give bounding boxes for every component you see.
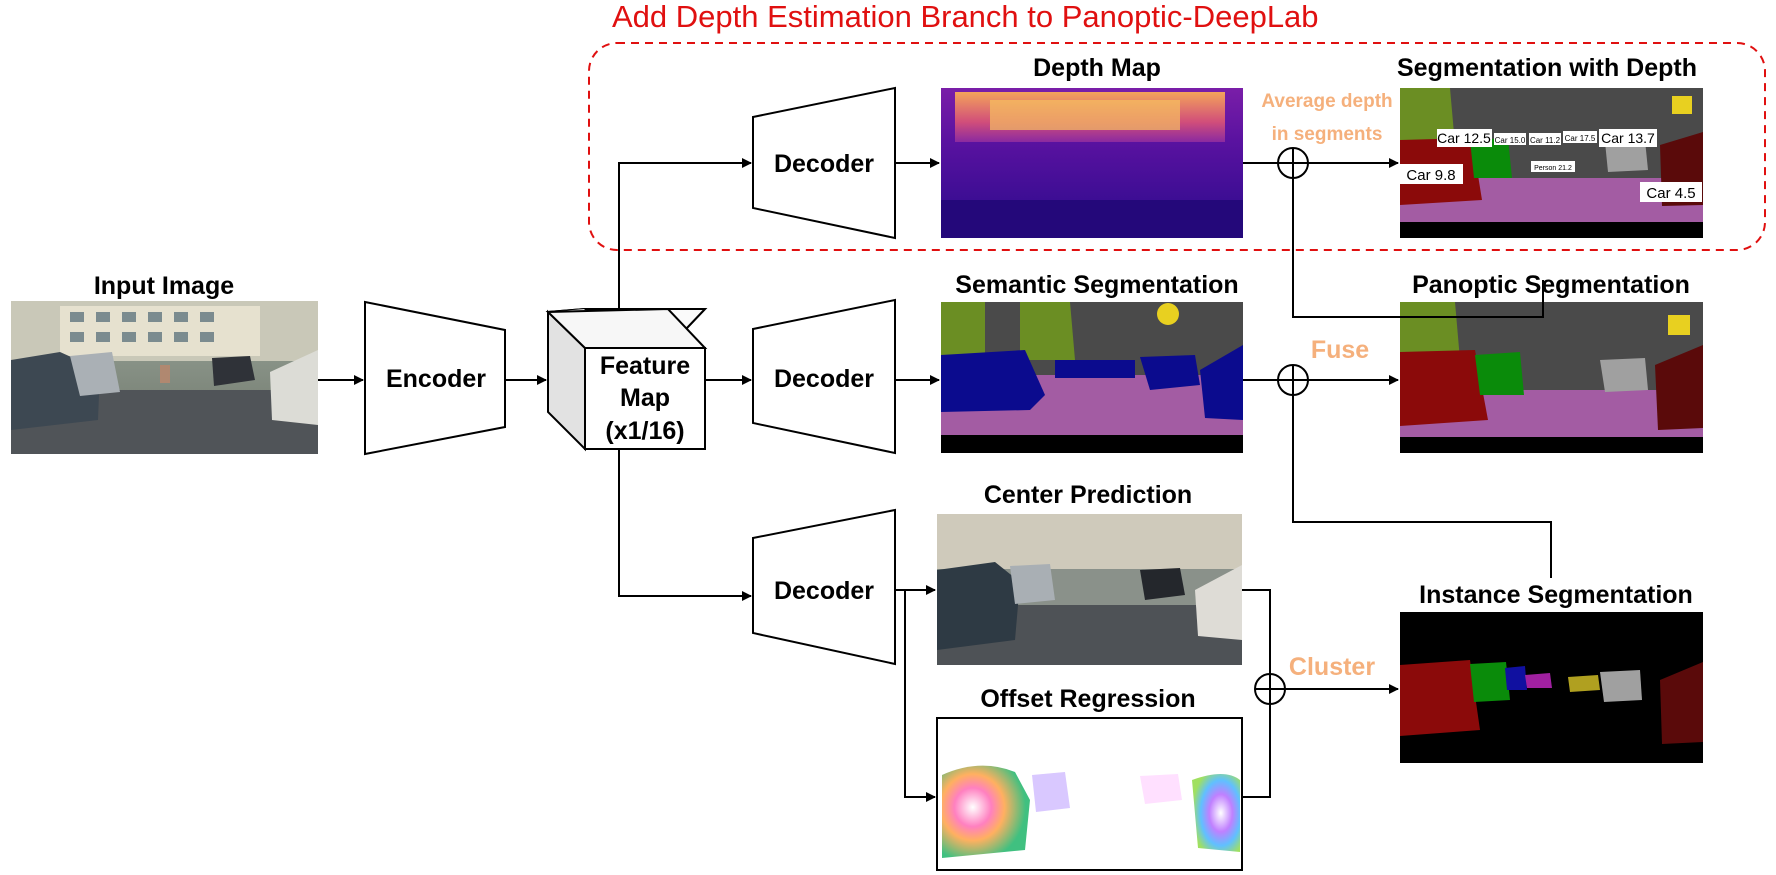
depth-tag-2-text: Car 15.0 [1495,136,1526,145]
cluster-label: Cluster [1289,653,1375,681]
offset-regression-label: Offset Regression [980,685,1195,713]
depth-tag-7: Person 21.2 [1531,161,1575,172]
decoder-depth-block [752,86,896,240]
depth-branch-frame [588,42,1766,251]
instance-segmentation-label: Instance Segmentation [1419,581,1693,609]
panoptic-segmentation-label: Panoptic Segmentation [1412,271,1690,299]
depth-tag-3-text: Car 11.2 [1530,136,1561,145]
depth-tag-1-text: Car 12.5 [1437,130,1491,146]
decoder-instance-block [752,508,896,666]
fuse-sum-icon [1277,364,1309,396]
depth-tag-7-text: Person 21.2 [1534,165,1572,172]
feature-map-block [545,307,708,452]
depth-tag-4-text: Car 17.5 [1565,134,1596,143]
instance-segmentation-image [1400,612,1703,763]
semantic-segmentation-label: Semantic Segmentation [955,271,1238,299]
encoder-label: Encoder [386,365,486,393]
depth-tag-8: Car 4.5 [1640,182,1702,202]
depth-tag-8-text: Car 4.5 [1646,185,1695,202]
feature-map-line-1: Feature [600,352,690,380]
input-image [11,301,318,454]
depth-tag-5: Car 13.7 [1599,129,1657,147]
depth-tag-6: Car 9.8 [1400,164,1463,184]
depth-tag-4: Car 17.5 [1563,131,1597,143]
average-depth-sum-icon [1277,147,1309,179]
depth-tag-3: Car 11.2 [1529,133,1561,145]
depth-map-label: Depth Map [1033,54,1161,82]
depth-tag-5-text: Car 13.7 [1601,130,1655,146]
input-image-label: Input Image [94,272,234,300]
decoder-semantic-label: Decoder [774,365,874,393]
depth-tag-1: Car 12.5 [1437,129,1492,147]
depth-tag-2: Car 15.0 [1494,133,1526,145]
depth-tag-6-text: Car 9.8 [1406,167,1455,184]
offset-regression-image [936,717,1243,871]
decoder-instance-label: Decoder [774,577,874,605]
center-prediction-image [937,514,1242,665]
segmentation-with-depth-label: Segmentation with Depth [1397,54,1697,82]
center-prediction-label: Center Prediction [984,481,1192,509]
average-depth-label-2: in segments [1272,124,1383,145]
decoder-depth-label: Decoder [774,150,874,178]
depth-map-image [941,88,1243,238]
cluster-sum-icon [1254,673,1286,705]
feature-map-line-3: (x1/16) [605,417,684,445]
fuse-label: Fuse [1311,336,1369,364]
encoder-block [364,300,506,456]
decoder-semantic-block [752,298,896,455]
average-depth-label-1: Average depth [1261,91,1392,112]
connectors [318,158,1552,802]
feature-map-line-2: Map [620,384,670,412]
diagram-title: Add Depth Estimation Branch to Panoptic-… [612,0,1319,34]
semantic-segmentation-image [941,302,1243,453]
panoptic-segmentation-image [1400,302,1703,453]
